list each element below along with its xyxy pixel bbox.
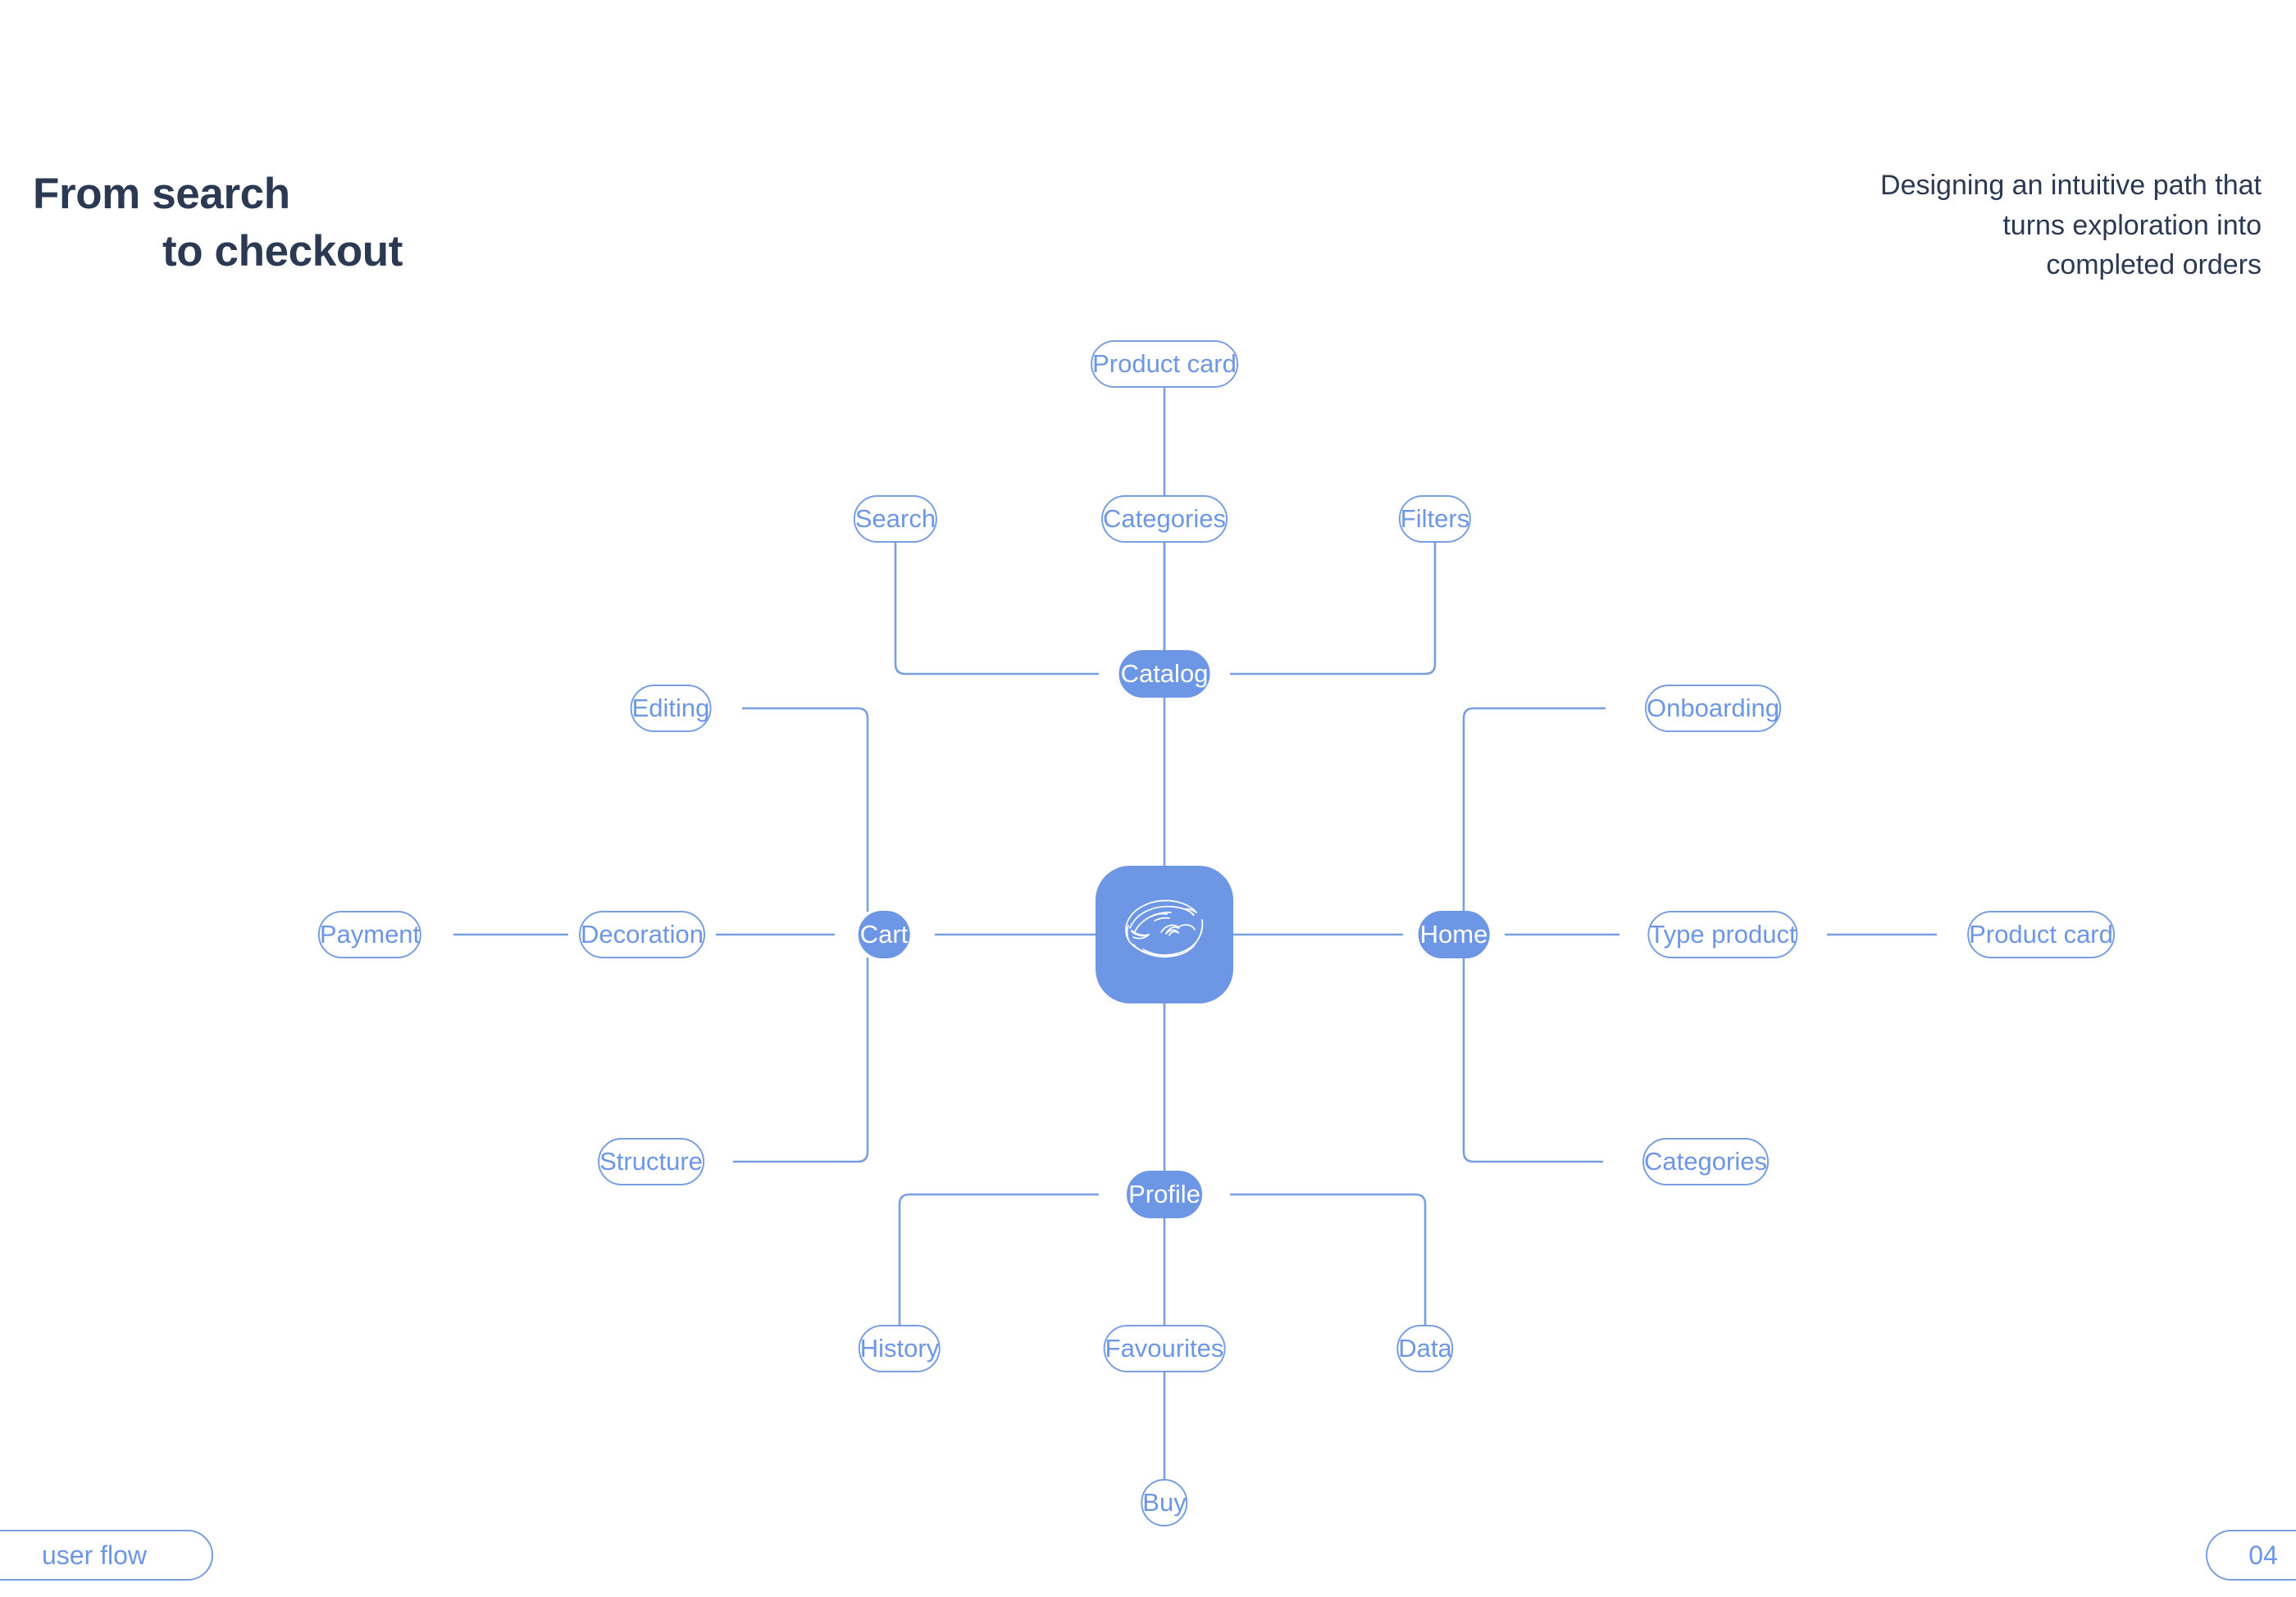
node-buy[interactable]: Buy — [1141, 1479, 1188, 1526]
hub-node[interactable] — [1096, 866, 1233, 1003]
node-onboarding[interactable]: Onboarding — [1644, 685, 1782, 732]
node-categories-home[interactable]: Categories — [1642, 1138, 1769, 1185]
page-title-line-1: From search — [33, 170, 290, 218]
page-number-badge: 04 — [2206, 1530, 2296, 1581]
page-title-line-2: to checkout — [162, 226, 403, 275]
edge-catalog-search — [894, 543, 1099, 676]
edge-group — [453, 388, 1937, 1479]
node-payment[interactable]: Payment — [317, 911, 422, 958]
edge-cart-editing — [742, 707, 869, 912]
node-history[interactable]: History — [858, 1325, 941, 1372]
page-subtitle: Designing an intuitive path that turns e… — [1880, 170, 2262, 281]
node-catalog[interactable]: Catalog — [1118, 650, 1210, 698]
node-type-product[interactable]: Type product — [1647, 911, 1798, 958]
node-data[interactable]: Data — [1396, 1325, 1454, 1372]
edge-home-categories — [1462, 958, 1603, 1163]
edge-profile-data — [1230, 1193, 1427, 1325]
user-flow-tag: user flow — [0, 1530, 213, 1581]
node-filters[interactable]: Filters — [1398, 495, 1472, 543]
node-cart[interactable]: Cart — [858, 911, 910, 958]
node-categories-catalog[interactable]: Categories — [1101, 495, 1228, 543]
wave-logo-icon — [1115, 885, 1214, 984]
edge-cart-structure — [733, 958, 869, 1163]
edge-catalog-filters — [1230, 543, 1437, 676]
node-home[interactable]: Home — [1418, 911, 1490, 958]
edge-profile-history — [898, 1193, 1099, 1325]
node-product-card-top[interactable]: Product card — [1091, 340, 1238, 388]
node-favourites[interactable]: Favourites — [1103, 1325, 1226, 1372]
page-title: From search to checkout — [33, 166, 403, 280]
node-structure[interactable]: Structure — [598, 1138, 704, 1185]
node-profile[interactable]: Profile — [1127, 1171, 1202, 1218]
node-decoration[interactable]: Decoration — [579, 911, 705, 958]
node-editing[interactable]: Editing — [630, 685, 712, 732]
edge-home-onboarding — [1462, 707, 1606, 912]
node-search[interactable]: Search — [853, 495, 938, 543]
node-product-card-right[interactable]: Product card — [1967, 911, 2115, 958]
